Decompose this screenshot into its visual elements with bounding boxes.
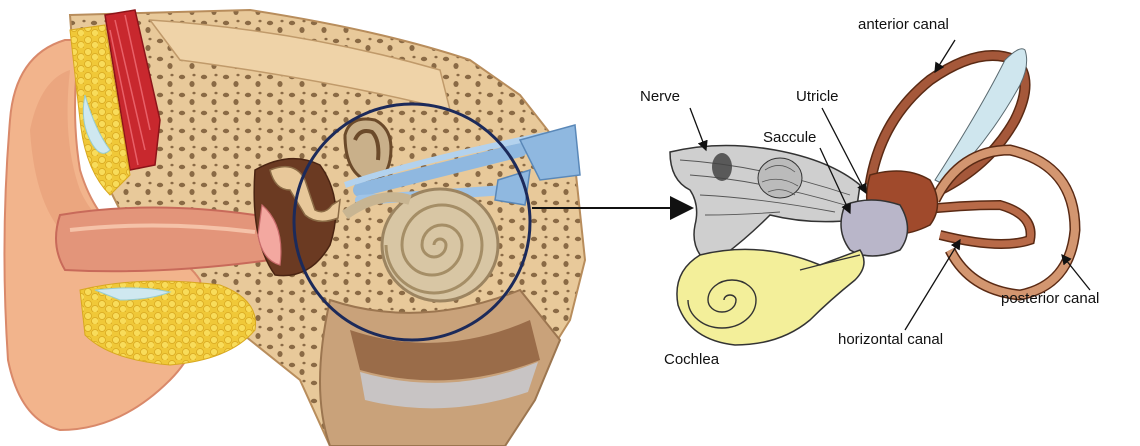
- leader-horizontal-canal: [905, 240, 960, 330]
- label-utricle: Utricle: [796, 88, 839, 105]
- nerve-ganglion: [712, 153, 732, 181]
- saccule-sac: [841, 200, 908, 256]
- label-cochlea: Cochlea: [664, 351, 720, 368]
- cochlea-diagram: [677, 249, 864, 345]
- label-horizontal-canal: horizontal canal: [838, 331, 943, 348]
- leader-nerve: [690, 108, 706, 150]
- ear-cross-section-illustration: [4, 10, 585, 446]
- label-saccule: Saccule: [763, 129, 816, 146]
- saccule-ganglion: [758, 158, 802, 198]
- ear-canal: [56, 208, 271, 272]
- label-anterior-canal: anterior canal: [858, 16, 949, 33]
- label-nerve: Nerve: [640, 88, 680, 105]
- inner-ear-diagram: anterior canal Nerve Utricle Saccule pos…: [640, 16, 1099, 368]
- label-posterior-canal: posterior canal: [1001, 290, 1099, 307]
